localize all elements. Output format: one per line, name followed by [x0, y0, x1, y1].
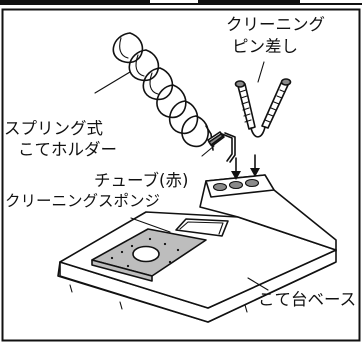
leader-lines: [94, 61, 269, 291]
label-sponge: クリーニングスポンジ: [5, 192, 160, 210]
label-cleaning-pin-line1: クリーニング: [226, 15, 325, 34]
tube-red: [207, 131, 236, 163]
sponge-texture: [110, 237, 180, 268]
label-spring-holder-line1: スプリング式: [4, 119, 103, 138]
label-tube: チューブ(赤): [94, 170, 188, 190]
label-base: こて台ベース: [258, 290, 356, 309]
cleaning-pins: [234, 78, 292, 138]
label-spring-holder-line2: こてホルダー: [18, 140, 117, 159]
insert-arrows: [231, 154, 260, 180]
label-cleaning-pin-line2: ピン差し: [232, 37, 298, 56]
iron-stand-base: [57, 174, 337, 323]
top-strip: [0, 0, 362, 5]
spring-holder: [112, 32, 214, 151]
